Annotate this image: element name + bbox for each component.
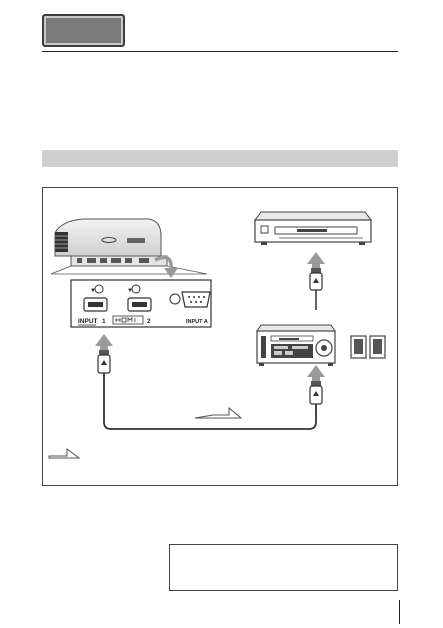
arrow-up-video — [307, 252, 325, 268]
projector-illustration — [54, 218, 168, 267]
svg-text:▼: ▼ — [127, 288, 133, 294]
zoom-lines — [50, 265, 208, 275]
section-badge — [42, 14, 125, 47]
input-two-label: 2 — [147, 318, 151, 325]
title-rule — [42, 51, 398, 52]
av-amplifier-illustration — [256, 324, 336, 366]
page-edge-marker — [399, 600, 400, 624]
input-one-label: 1 — [102, 318, 106, 325]
hdmi-cable — [97, 350, 323, 430]
connector-arrow-projector — [154, 255, 178, 278]
input-a-label: INPUT A — [186, 319, 208, 325]
arrow-up-amplifier — [307, 365, 325, 381]
legend-signal-flow-icon — [48, 448, 81, 459]
hdmi-logo — [112, 315, 144, 325]
arrow-up-projector — [95, 334, 113, 350]
subsection-heading-bar — [42, 150, 398, 167]
svg-text:▼: ▼ — [90, 288, 96, 294]
connection-diagram: ▼ ▼ INPUT 1 2 INPUT A — [42, 187, 398, 486]
projector-input-panel: ▼ ▼ INPUT 1 2 INPUT A — [70, 279, 212, 328]
video-equipment-illustration — [254, 211, 372, 245]
note-box — [169, 544, 398, 591]
signal-flow-arrow — [194, 406, 243, 419]
connection-diagram-svg: ▼ ▼ INPUT 1 2 INPUT A — [48, 211, 386, 459]
input-heading-label: INPUT — [78, 318, 98, 325]
vga-port — [181, 291, 211, 308]
hdmi-plug-video — [309, 268, 323, 310]
speaker-illustration — [350, 335, 386, 359]
